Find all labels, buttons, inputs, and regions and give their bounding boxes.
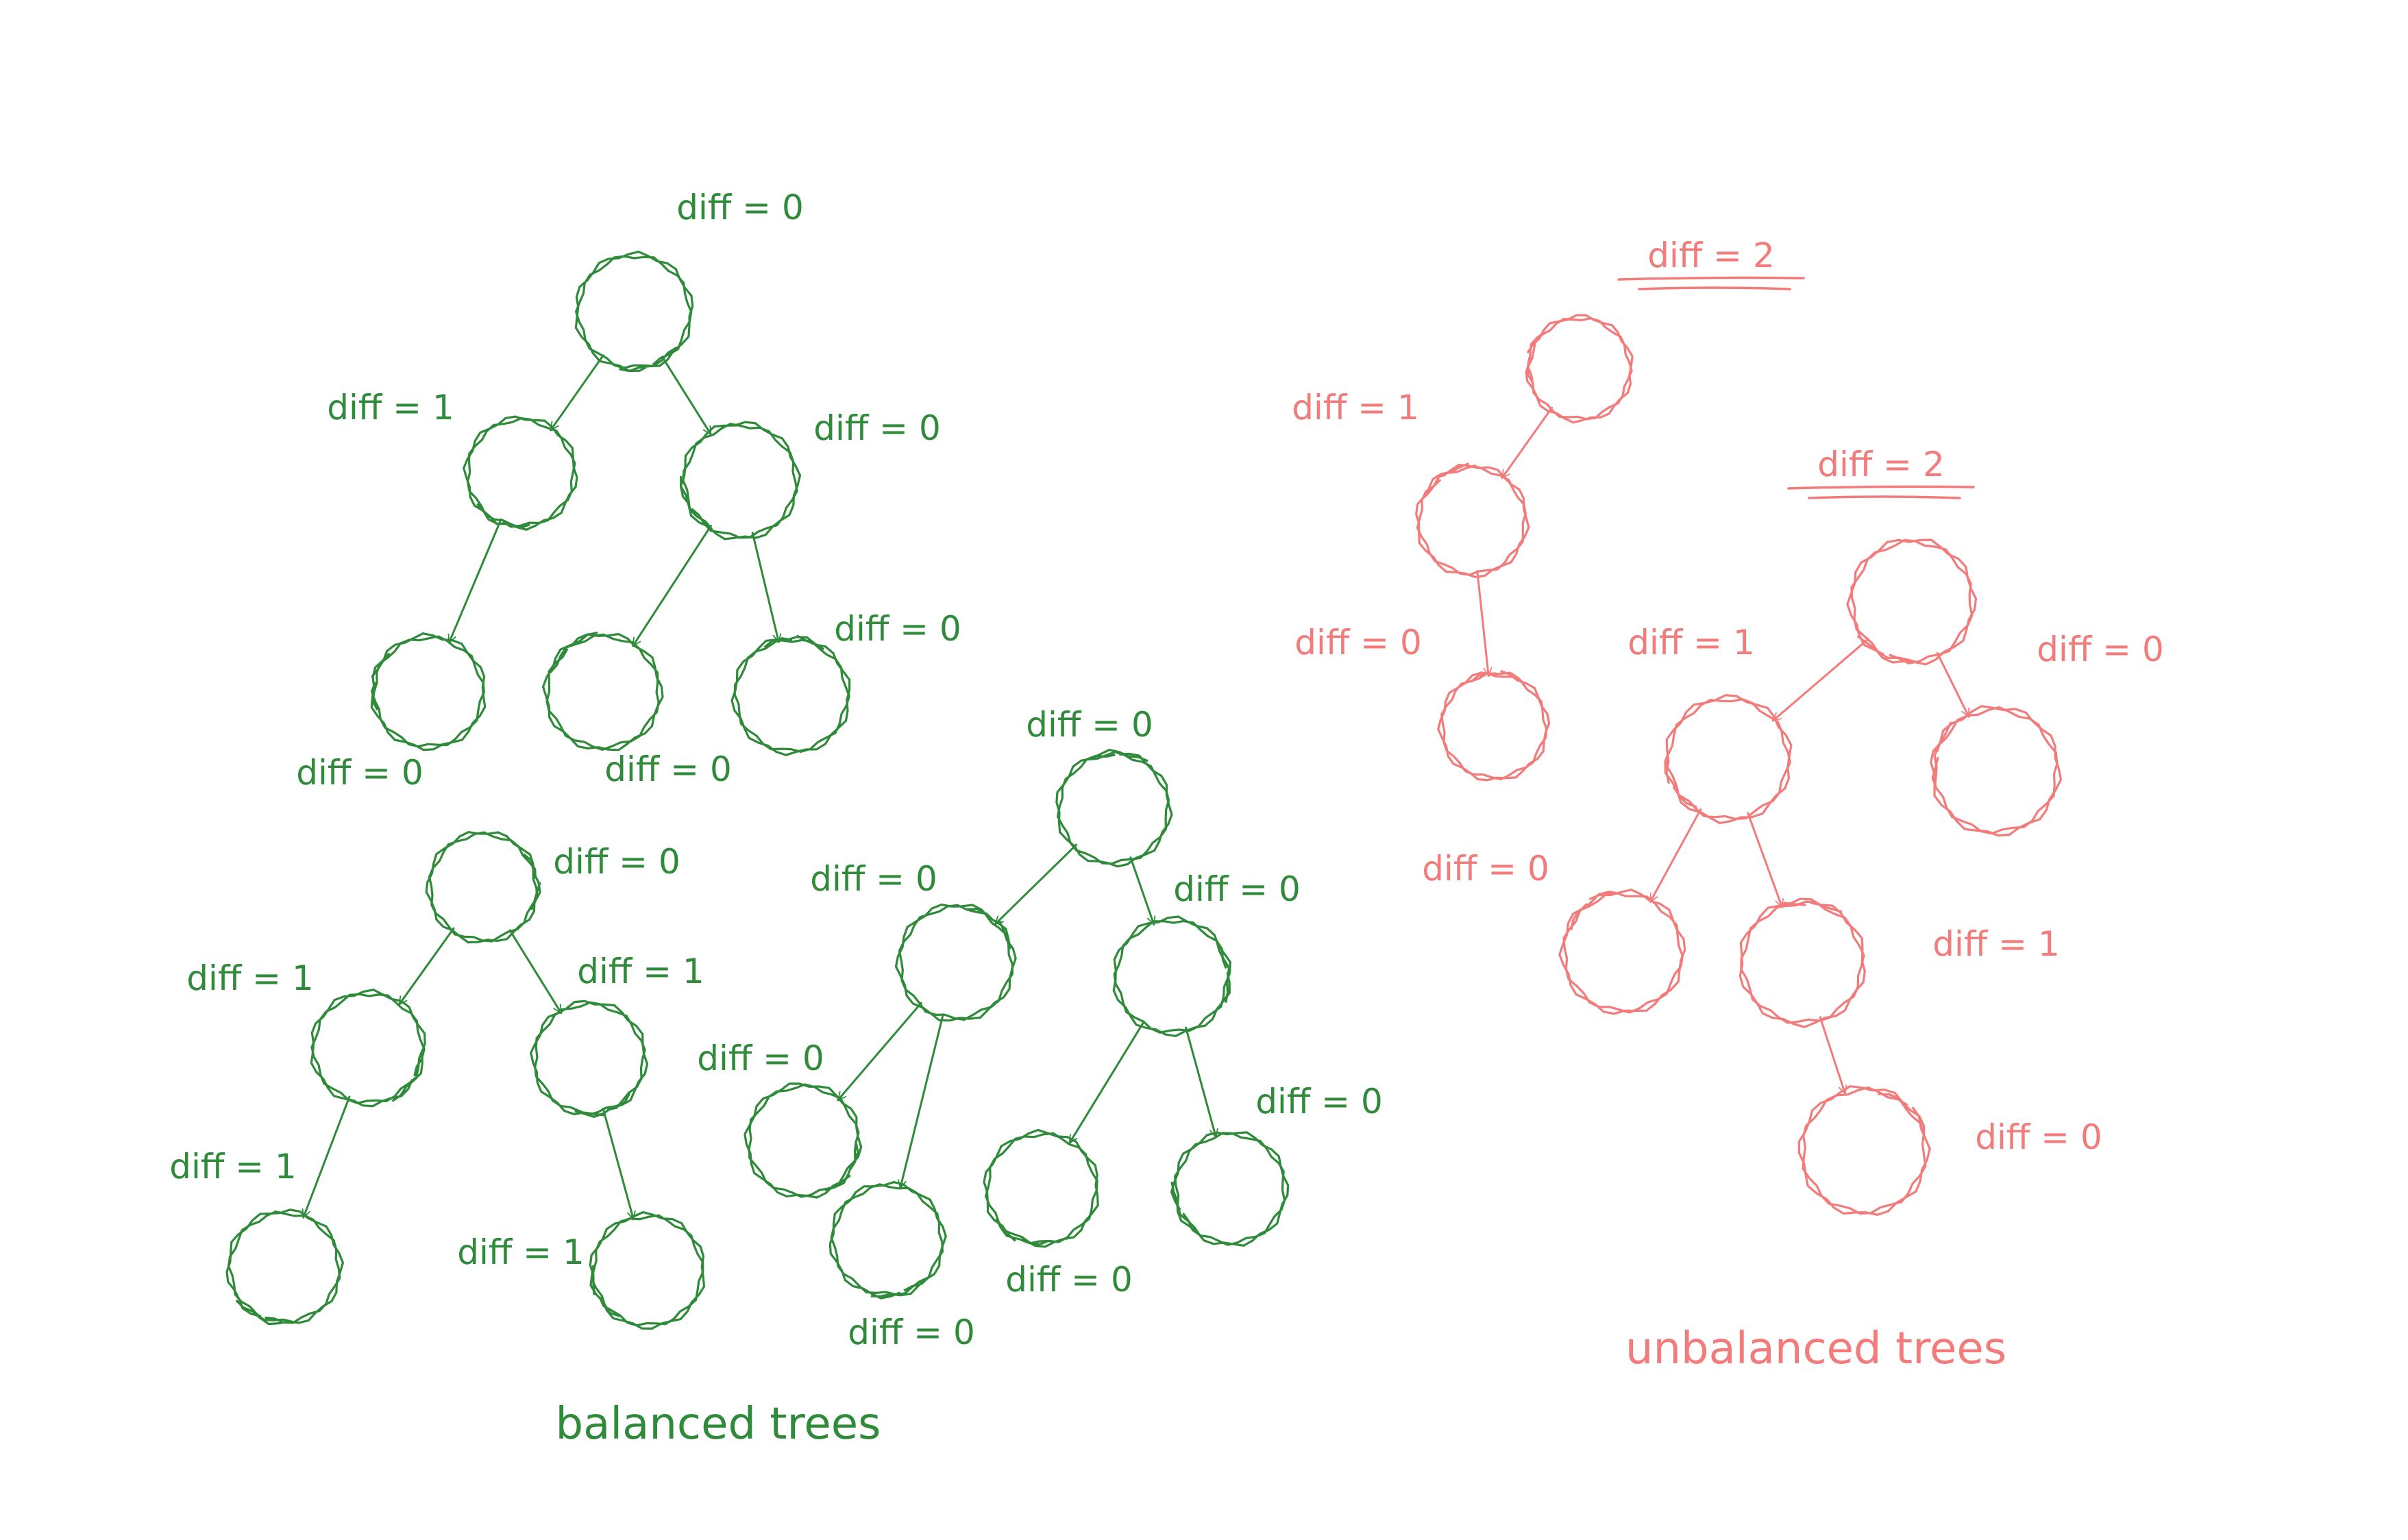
tree-a-node-a5	[541, 631, 664, 752]
tree-e-underline-e1	[1787, 485, 1975, 499]
balanced-trees-caption: balanced trees	[555, 1399, 881, 1450]
tree-b-node-b2	[310, 989, 426, 1108]
tree-a-edge-a1-a2	[550, 354, 604, 430]
tree-c-edge-c2-c5	[900, 1013, 944, 1189]
tree-c-node-c1	[1055, 748, 1173, 868]
tree-c-edge-c2-c4	[837, 1002, 922, 1102]
tree-e-node-e6	[1797, 1085, 1931, 1216]
tree-b-diff-label-b5: diff = 1	[457, 1232, 585, 1272]
tree-a-diff-label-a3: diff = 0	[813, 408, 941, 448]
tree-b-node-b4	[225, 1208, 345, 1326]
tree-a-node-a2	[463, 415, 578, 531]
tree-b-edge-b1-b2	[397, 927, 455, 1004]
tree-a-diff-label-a5: diff = 0	[604, 749, 732, 789]
tree-b-node-b3	[530, 999, 649, 1118]
tree-d-node-d1	[1525, 314, 1634, 424]
tree-c-node-c7	[1170, 1131, 1290, 1247]
tree-e-node-e4	[1558, 889, 1686, 1015]
tree-e-edge-e1-e3	[1936, 651, 1970, 717]
tree-a-edge-a3-a6	[751, 532, 778, 642]
tree-b-edge-b3-b5	[602, 1107, 633, 1219]
tree-b-edge-b1-b3	[508, 929, 563, 1013]
nodes-layer	[225, 250, 2063, 1330]
tree-e-edge-e1-e2	[1771, 638, 1869, 722]
tree-c-edge-c1-c2	[994, 843, 1078, 926]
tree-b-node-b1	[425, 830, 541, 944]
tree-e-diff-label-e2: diff = 1	[1627, 623, 1755, 662]
tree-e-node-e2	[1664, 694, 1793, 825]
tree-d-edge-d1-d2	[1501, 406, 1553, 478]
tree-d-node-d2	[1414, 462, 1530, 579]
tree-c-edge-c3-c7	[1185, 1026, 1216, 1137]
tree-c-diff-label-c1: diff = 0	[1026, 705, 1153, 745]
tree-c-diff-label-c3: diff = 0	[1173, 869, 1301, 909]
tree-e-diff-label-e4: diff = 0	[1422, 849, 1549, 889]
tree-a-edge-a2-a4	[449, 518, 502, 643]
tree-a-diff-label-a1: diff = 0	[676, 188, 804, 227]
tree-a-node-a3	[679, 421, 802, 541]
tree-c-diff-label-c6: diff = 0	[1005, 1260, 1133, 1300]
tree-c-diff-label-c2: diff = 0	[810, 859, 937, 899]
edges-layer	[304, 354, 1970, 1219]
tree-b-edge-b2-b4	[304, 1095, 351, 1217]
tree-b-diff-label-b3: diff = 1	[577, 952, 704, 991]
tree-e-edge-e2-e5	[1747, 812, 1782, 907]
tree-b-node-b5	[589, 1210, 706, 1330]
tree-d-diff-label-d2: diff = 1	[1292, 388, 1419, 427]
tree-c-node-c2	[894, 903, 1017, 1022]
tree-a-node-a1	[574, 250, 694, 373]
tree-d-diff-label-d1: diff = 2	[1647, 236, 1775, 275]
tree-c-node-c4	[744, 1082, 863, 1199]
tree-e-edge-e2-e4	[1649, 808, 1702, 902]
tree-a-node-a4	[370, 632, 487, 752]
tree-c-node-c6	[983, 1128, 1099, 1248]
tree-a-diff-label-a4: diff = 0	[296, 753, 423, 793]
tree-c-node-c3	[1112, 915, 1231, 1037]
tree-d-edge-d2-d3	[1476, 570, 1488, 676]
tree-c-node-c5	[828, 1180, 947, 1300]
tree-e-diff-label-e1: diff = 2	[1817, 445, 1945, 484]
tree-d-node-d3	[1437, 669, 1551, 782]
tree-c-diff-label-c5: diff = 0	[848, 1313, 975, 1352]
tree-e-diff-label-e3: diff = 0	[2037, 630, 2164, 669]
tree-e-node-e3	[1930, 705, 2063, 837]
tree-c-edge-c1-c3	[1129, 856, 1154, 925]
unbalanced-trees-caption: unbalanced trees	[1625, 1324, 2006, 1374]
tree-e-node-e1	[1846, 538, 1978, 666]
tree-c-diff-label-c4: diff = 0	[697, 1039, 824, 1078]
tree-d-underline-d1	[1617, 276, 1805, 290]
tree-b-diff-label-b4: diff = 1	[169, 1147, 297, 1187]
tree-b-diff-label-b1: diff = 0	[553, 842, 680, 882]
tree-b-diff-label-b2: diff = 1	[186, 958, 314, 998]
labels-layer: diff = 0 diff = 1 diff = 0 diff = 0 diff = 0…	[169, 188, 2164, 1352]
tree-a-node-a6	[730, 634, 851, 756]
tree-a-edge-a3-a5	[632, 524, 712, 646]
tree-e-diff-label-e5: diff = 1	[1932, 924, 2060, 964]
tree-e-diff-label-e6: diff = 0	[1975, 1117, 2102, 1157]
tree-c-diff-label-c7: diff = 0	[1255, 1082, 1383, 1121]
tree-a-edge-a1-a3	[661, 356, 712, 434]
tree-c-edge-c3-c6	[1068, 1021, 1145, 1143]
tree-a-diff-label-a6: diff = 0	[834, 609, 961, 649]
tree-d-diff-label-d3: diff = 0	[1294, 623, 1422, 662]
tree-e-node-e5	[1739, 897, 1866, 1028]
tree-e-edge-e5-e6	[1819, 1016, 1845, 1094]
tree-a-diff-label-a2: diff = 1	[327, 388, 454, 427]
